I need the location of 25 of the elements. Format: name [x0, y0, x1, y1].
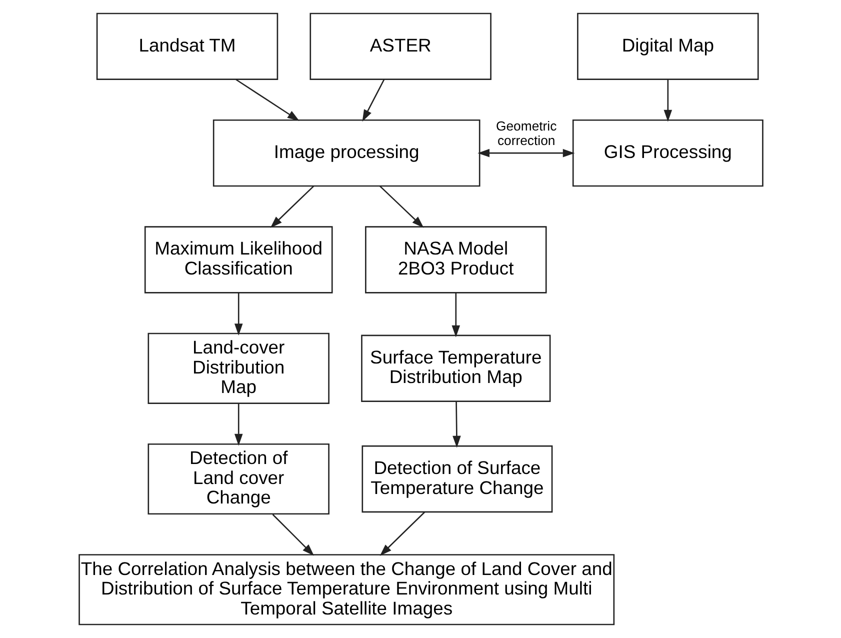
node-box: Surface Temperature Distribution Map	[360, 334, 550, 402]
node-box: GIS Processing	[572, 120, 763, 187]
node-box: Detection of Land cover Change	[147, 443, 329, 515]
node-box: Digital Map	[576, 12, 758, 80]
arrow	[235, 78, 299, 121]
arrow	[379, 512, 425, 556]
arrow	[234, 404, 242, 446]
arrow	[477, 148, 574, 158]
arrow	[379, 186, 424, 228]
arrow	[234, 292, 242, 336]
node-box: Image processing	[212, 120, 480, 187]
node-box: Maximum Likelihood Classification	[144, 226, 332, 294]
arrow	[362, 79, 384, 122]
node-box: Landsat TM	[96, 12, 278, 80]
arrow	[452, 402, 460, 448]
arrow	[272, 514, 314, 556]
arrow	[451, 292, 460, 338]
arrow	[663, 80, 672, 122]
node-box: Land-cover Distribution Map	[147, 332, 329, 404]
node-box: ASTER	[309, 12, 491, 80]
edge-label: Geometric correction	[496, 118, 556, 148]
arrow	[270, 186, 314, 228]
node-box: Detection of Surface Temperature Change	[361, 445, 552, 513]
node-box: NASA Model 2BO3 Product	[364, 226, 546, 294]
node-box: The Correlation Analysis between the Change of Land Cover and Distribution of Surface Temperature Environment using Multi Temporal Satellite Images	[78, 554, 614, 626]
